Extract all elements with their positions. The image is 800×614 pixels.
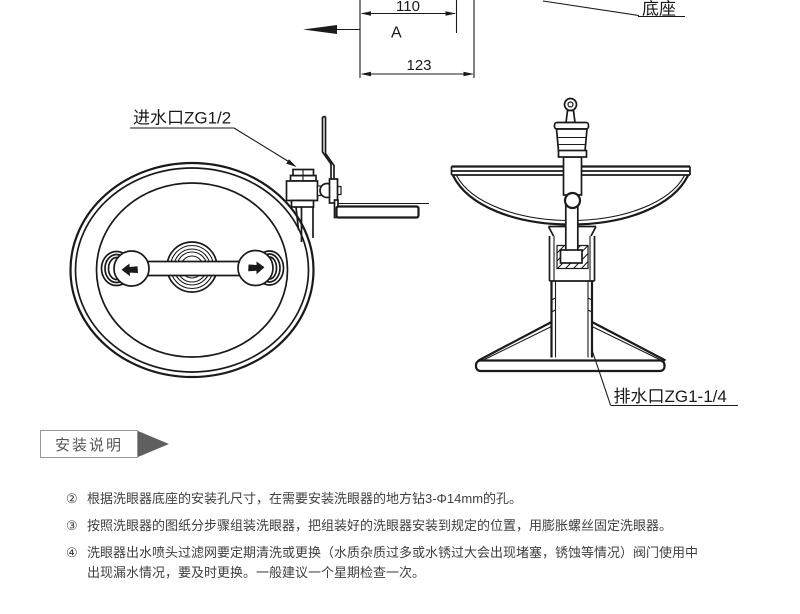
item-number: ③ [66,518,78,533]
dim-arrow-icon [445,11,456,16]
item-text: 按照洗眼器的图纸分步骤组装洗眼器，把组装好的洗眼器安装到规定的位置，用膨胀螺丝固… [87,518,673,533]
bowl-rim-inner-edge [74,167,310,373]
bowl-inner-wall [95,182,289,358]
leader-line-drain [591,349,612,406]
right-spray-nozzle [237,249,285,287]
dust-cap [553,97,590,158]
instruction-item-2: ② 根据洗眼器底座的安装孔尺寸，在需要安装洗眼器的地方钻3-Φ14mm的孔。 [66,489,746,509]
drain-label: 排水口ZG1-1/4 [614,387,727,406]
riser-column [562,156,583,196]
pedestal-column [549,280,595,358]
technical-drawing: 110 A 123 底座 [69,0,738,407]
handle-bracket [321,115,429,219]
bowl-outer-rim [69,161,315,379]
instruction-item-3: ③ 按照洗眼器的图纸分步骤组装洗眼器，把组装好的洗眼器安装到规定的位置，用膨胀螺… [66,516,746,536]
section-label-a: A [391,25,402,42]
leader-line-base [542,0,640,17]
item-number: ② [66,491,78,506]
base-gussets [477,321,667,362]
eyewash-side-view: 排水口ZG1-1/4 [450,97,738,407]
leader-arrow-icon [286,159,297,167]
item-text: 洗眼器出水喷头过滤网要定期清洗或更换（水质杂质过多或水锈过大会出现堵塞，锈蚀等情… [87,545,699,580]
spray-direction-arrow-icon [248,261,265,275]
ball-joint [563,191,582,210]
dim-123: 123 [406,57,431,74]
item-number: ④ [66,545,78,560]
left-arrow-icon [303,25,337,34]
left-spray-nozzle [100,250,150,287]
item-text: 根据洗眼器底座的安装孔尺寸，在需要安装洗眼器的地方钻3-Φ14mm的孔。 [87,491,523,506]
base-plate [474,359,666,373]
installation-header: 安装说明 [40,430,169,458]
push-handle [335,205,420,219]
drain-pipe-flange [559,249,583,264]
installation-title-box: 安装说明 [40,430,138,458]
inlet-callout: 进水口ZG1/2 [130,109,297,167]
dim-110: 110 [396,0,420,15]
leader-line-inlet [233,127,292,164]
dim-arrow-icon [360,11,371,16]
installation-title: 安装说明 [54,436,123,454]
arrow-right-icon [138,431,169,457]
instruction-item-4: ④ 洗眼器出水喷头过滤网要定期清洗或更换（水质杂质过多或水锈过大会出现堵塞，锈蚀… [66,543,746,583]
base-label: 底座 [642,0,676,19]
instruction-list: ② 根据洗眼器底座的安装孔尺寸，在需要安装洗眼器的地方钻3-Φ14mm的孔。 ③… [66,489,746,590]
dim-arrow-icon [360,71,371,77]
dim-arrow-icon [463,71,474,77]
spray-direction-arrow-icon [121,263,138,277]
inlet-label: 进水口ZG1/2 [133,109,231,128]
eyewash-top-view: 进水口ZG1/2 [69,109,429,379]
top-dimension-detail: 110 A 123 底座 [303,0,685,78]
drain-callout: 排水口ZG1-1/4 [591,349,738,407]
drain-pipe [564,204,579,254]
